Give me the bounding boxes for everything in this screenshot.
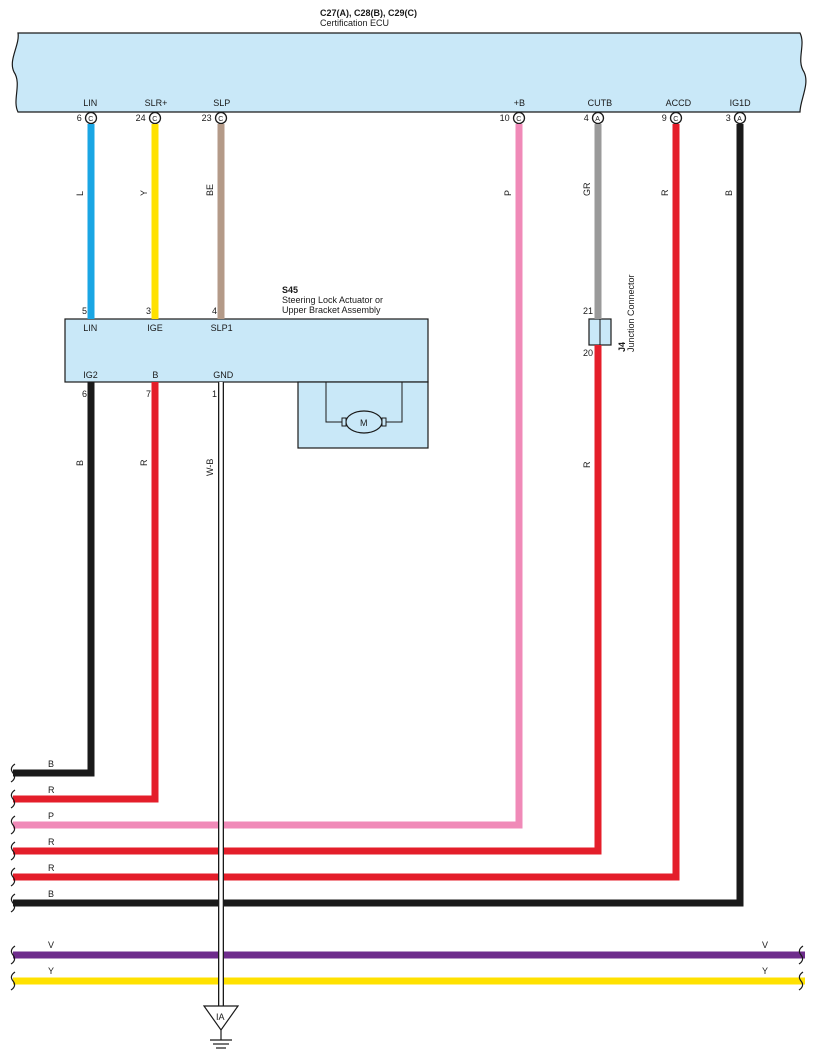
break-mark-right [798, 971, 804, 991]
break-mark-left [10, 789, 16, 809]
actuator-top-pin-label: LIN [83, 323, 97, 333]
actuator-code: S45 [282, 285, 298, 295]
actuator-wire-color-label: W-B [205, 459, 215, 476]
ecu-pin-circle [214, 111, 228, 125]
actuator-bottom-pin-label: GND [213, 370, 234, 380]
ecu-pin-connector: C [516, 116, 521, 123]
break-mark-left [10, 841, 16, 861]
ground-label: IA [216, 1012, 225, 1022]
ecu-body [11, 32, 807, 113]
ecu-pin-circle [512, 111, 526, 125]
ecu-connectors-label: C27(A), C28(B), C29(C) [320, 8, 417, 18]
motor-label: M [360, 418, 368, 428]
wire-color-label: R [660, 189, 670, 196]
actuator-wire-color-label: R [139, 459, 149, 466]
actuator-wire-color-label: B [75, 460, 85, 466]
ecu-pin-number: 9 [662, 113, 667, 123]
actuator-bottom-pin-label: IG2 [83, 370, 98, 380]
ecu-pin-number: 3 [726, 113, 731, 123]
junction-name: Junction Connector [626, 274, 636, 352]
ecu-pin-label: LIN [83, 98, 97, 108]
actuator-bottom-pin-number: 1 [212, 389, 217, 399]
through-line-label-left: V [48, 940, 54, 950]
ecu-pin-label: SLP [213, 98, 230, 108]
wire-color-label: GR [582, 182, 592, 196]
bus-line-label: P [48, 811, 54, 821]
wire-color-label: BE [205, 184, 215, 196]
ground-symbol [202, 1005, 240, 1049]
ecu-pin-circle [148, 111, 162, 125]
wire-plus-b [13, 124, 523, 829]
break-mark-left [10, 867, 16, 887]
wire-ig2 [13, 382, 95, 777]
bus-line-label: R [48, 837, 55, 847]
ecu-pin-connector: C [152, 116, 157, 123]
wire-b [13, 382, 159, 803]
break-mark-left [10, 815, 16, 835]
actuator-top-pin-label: IGE [147, 323, 163, 333]
ecu-pin-label: CUTB [588, 98, 613, 108]
break-marks [10, 763, 804, 991]
wires: L Y BE P GR R B R B R P R R B V V Y Y [13, 124, 805, 1006]
ecu-pin-circle [733, 111, 747, 125]
ecu-pin-label: SLR+ [145, 98, 168, 108]
ecu-pin-label: +B [514, 98, 525, 108]
ecu-pin-connector: C [673, 116, 678, 123]
actuator-top-pin-number: 3 [146, 306, 151, 316]
bus-line-label: R [48, 785, 55, 795]
junction-pin-out: 20 [583, 348, 593, 358]
break-mark-left [10, 945, 16, 965]
through-line-label-right: V [762, 940, 768, 950]
actuator-name-line2: Upper Bracket Assembly [282, 305, 381, 315]
bus-line-label: B [48, 759, 54, 769]
actuator-top-pin-number: 5 [82, 306, 87, 316]
through-line-label-left: Y [48, 966, 54, 976]
actuator-bottom-pin-label: B [152, 370, 158, 380]
wire-color-label: B [724, 190, 734, 196]
wire-color-label: L [75, 191, 85, 196]
ecu-pin-label: ACCD [666, 98, 692, 108]
break-mark-left [10, 971, 16, 991]
actuator-name-line1: Steering Lock Actuator or [282, 295, 383, 305]
break-mark-left [10, 893, 16, 913]
bus-line-label: R [48, 863, 55, 873]
ecu-pin-connector: A [737, 116, 742, 123]
junction-pin-in: 21 [583, 306, 593, 316]
through-line-label-right: Y [762, 966, 768, 976]
actuator-bottom-pin-number: 7 [146, 389, 151, 399]
actuator-body [64, 318, 429, 383]
motor-terminal-right [381, 417, 387, 427]
actuator-top-pin-label: SLP1 [211, 323, 233, 333]
ecu-pin-circle [84, 111, 98, 125]
ecu-name-label: Certification ECU [320, 18, 389, 28]
bus-line-label: B [48, 889, 54, 899]
actuator-top-pin-number: 4 [212, 306, 217, 316]
ecu-pin-number: 10 [500, 113, 510, 123]
ecu-pin-number: 24 [136, 113, 146, 123]
wire-ig1d [13, 124, 744, 907]
ecu-pin-number: 23 [202, 113, 212, 123]
ecu-pin-connector: C [88, 116, 93, 123]
junction-code: J4 [617, 342, 627, 352]
ecu-pin-connector: C [218, 116, 223, 123]
wire-junction-out [13, 345, 602, 855]
ecu-pin-number: 6 [77, 113, 82, 123]
junction-wire-color-label: R [582, 461, 592, 468]
ecu-pin-label: IG1D [730, 98, 752, 108]
ecu-pin-connector: A [595, 116, 600, 123]
motor-wiring [325, 382, 403, 423]
ecu-pin-circle [591, 111, 605, 125]
ecu-pin-circle [669, 111, 683, 125]
wire-color-label: P [503, 190, 513, 196]
ecu-pin-number: 4 [584, 113, 589, 123]
wire-color-label: Y [139, 190, 149, 196]
break-mark-left [10, 763, 16, 783]
break-mark-right [798, 945, 804, 965]
wire-accd [13, 124, 680, 881]
actuator-bottom-pin-number: 6 [82, 389, 87, 399]
motor-terminal-left [341, 417, 347, 427]
